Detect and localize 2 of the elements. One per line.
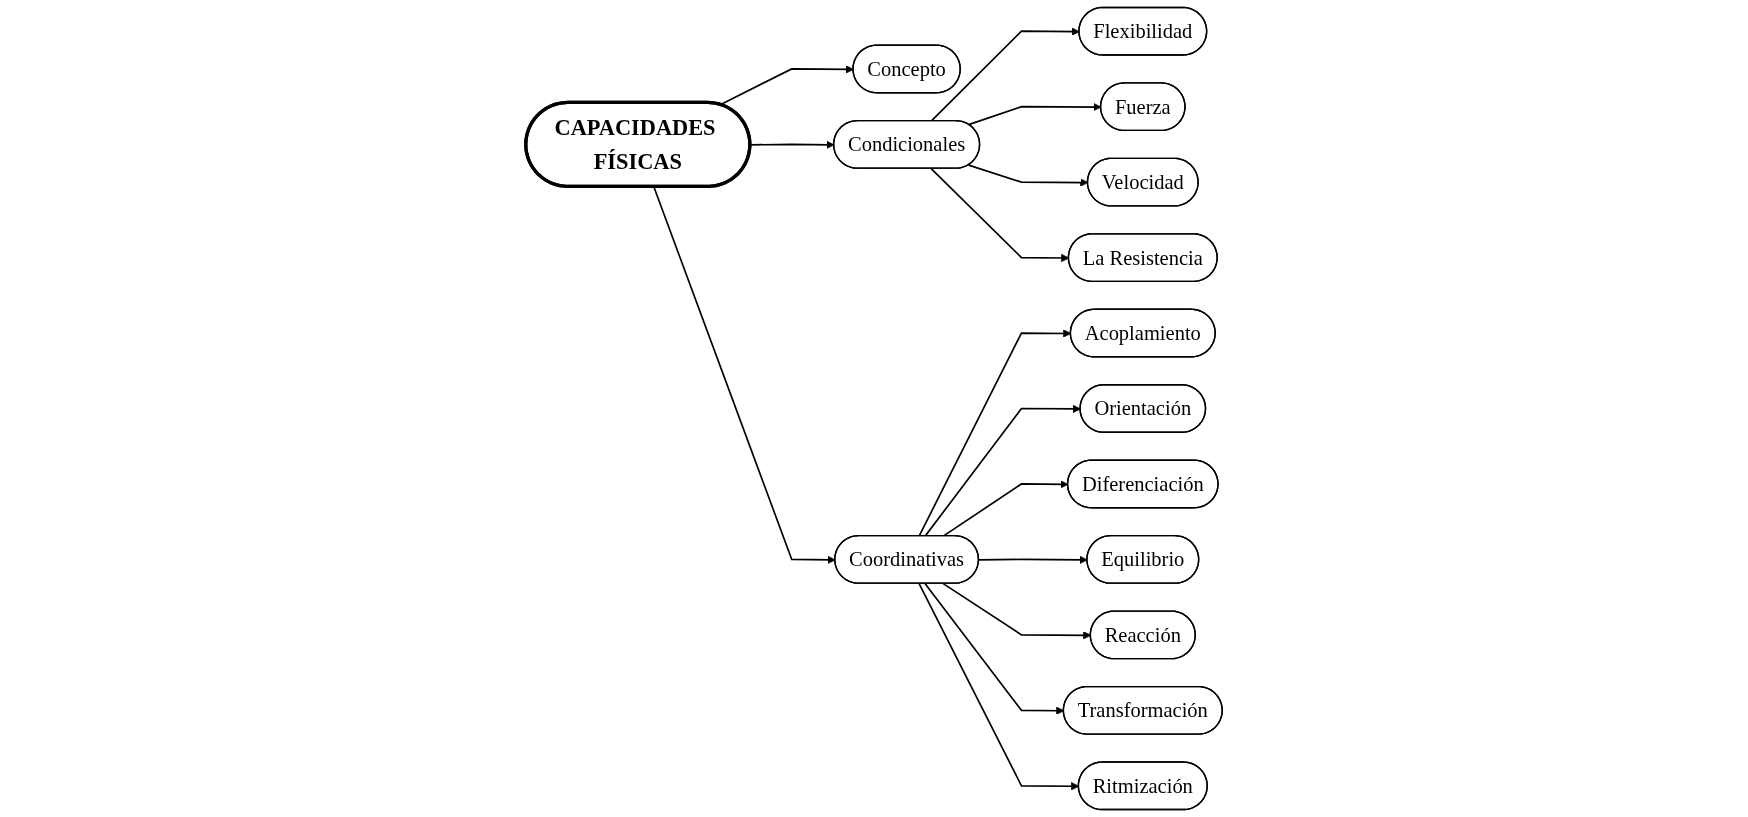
arrow xyxy=(924,404,1081,537)
arrow xyxy=(930,27,1080,122)
